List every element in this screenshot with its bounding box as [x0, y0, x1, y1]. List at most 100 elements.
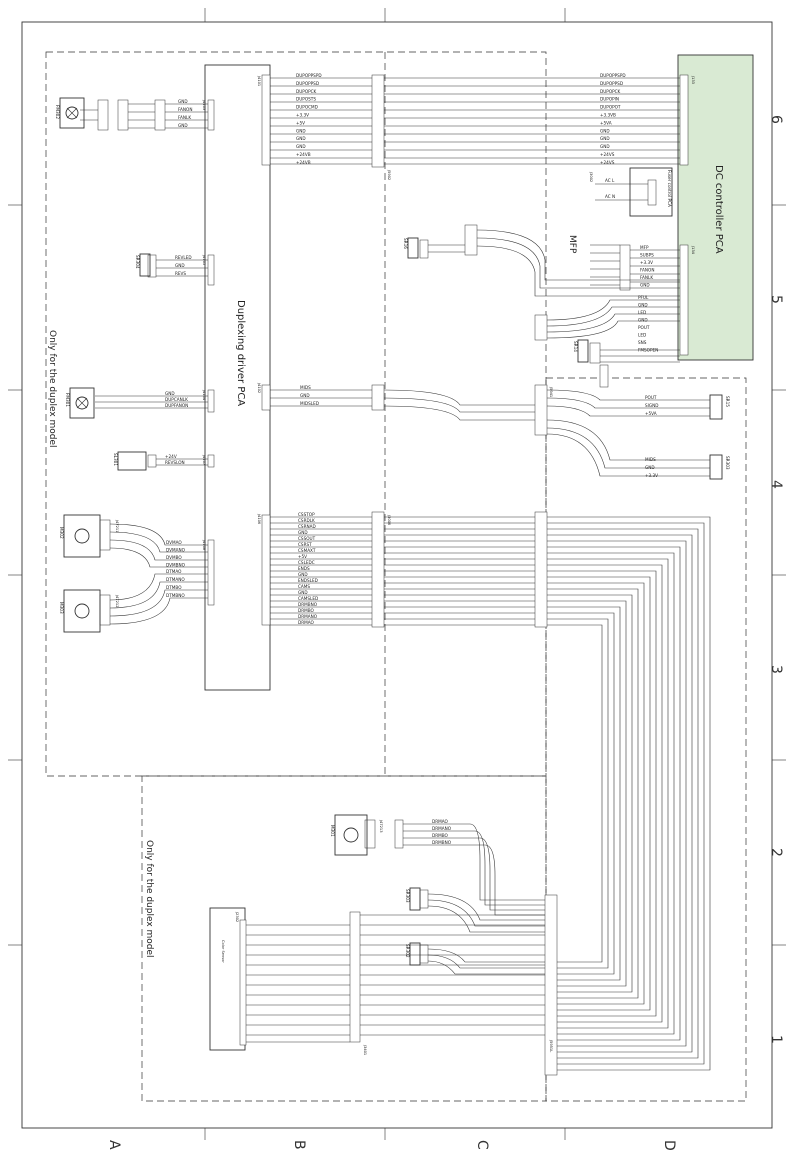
sr304-signal-2: REVS	[175, 271, 186, 276]
bottom-signal-5: CSRST	[298, 542, 312, 547]
top-left-signal-1: DUPOPPSD	[296, 81, 319, 86]
signals-top-left: DUPOPPSPDDUPOPPSDDUPOPCKDUPOSTSDUPOCMD+3…	[296, 73, 322, 165]
conn-j133: J133	[691, 75, 695, 84]
fuser-ac-l: AC L	[605, 178, 615, 183]
label-m302: M302	[59, 527, 64, 539]
m303-signal-1: DTMANO	[166, 577, 185, 582]
m302-signal-3: DVMBNO	[166, 563, 186, 568]
fuser-control-box	[629, 167, 673, 217]
dc-right-signal-6: SNS	[638, 340, 647, 345]
label-m301: M301	[330, 825, 335, 837]
top-left-signal-4: DUPOCMD	[296, 105, 318, 110]
solenoid-sl301	[117, 451, 147, 471]
fan-fm302	[59, 97, 85, 129]
fan-fm301	[69, 387, 95, 419]
bottom-signal-8: CSLEDC	[298, 560, 315, 565]
top-right-signal-11: +24VS	[600, 160, 615, 165]
dc-right-signal-1: GND	[638, 303, 648, 308]
conn-j4103: J4103	[202, 99, 206, 110]
bottom-signal-10: GND	[298, 572, 308, 577]
top-left-signal-0: DUPOPPSPD	[296, 73, 322, 78]
signals-m303: DTMAO DTMANO DTMBO DTMBNO	[166, 569, 185, 598]
signals-bottom: CSSTOPCSRDLKCSRNADGNDCSSOUTCSRSTCSMAXT+5…	[298, 512, 318, 625]
bottom-signal-16: DRMBO	[298, 608, 315, 613]
conn-j4101: J4101	[257, 75, 261, 86]
sensor-sr15	[709, 394, 723, 420]
conn-j3006: J3006	[387, 514, 391, 526]
m301-signal-3: DRMBNO	[432, 840, 452, 845]
label-sr303: SR303	[405, 889, 410, 903]
wire-bundles	[80, 77, 711, 1071]
sensor-sr16	[407, 237, 419, 259]
bottom-signal-7: +5V	[298, 554, 307, 559]
fan302-signal-3: GND	[178, 123, 188, 128]
grid-col-4: 4	[768, 480, 784, 489]
motor-m301	[334, 814, 368, 856]
dc-right-signal-0: PFUL	[638, 295, 649, 300]
grid-row-b: B	[291, 1140, 307, 1150]
top-right-signal-5: +3.3VB	[600, 113, 616, 118]
duplex-driver-board	[204, 64, 271, 691]
m301-signal-1: DRMANO	[432, 826, 452, 831]
fuser-control-label: Fuser control PCA	[667, 170, 672, 207]
m301-signal-2: DRMBO	[432, 833, 449, 838]
conn-j5941: J5941	[549, 386, 553, 397]
grid-col-3: 3	[768, 665, 784, 674]
mfp-signal-5: GND	[640, 283, 650, 288]
conn-j4105: J4105	[202, 254, 206, 265]
m303-signal-2: DTMBO	[166, 585, 182, 590]
sr304-signal-1: GND	[175, 263, 185, 268]
top-right-signal-7: GND	[600, 128, 610, 133]
connector-strips	[97, 74, 689, 1076]
label-sl301: SL301	[113, 453, 118, 466]
bottom-signal-4: CSSOUT	[298, 536, 316, 541]
top-left-signal-8: GND	[296, 136, 306, 141]
top-right-signal-8: GND	[600, 136, 610, 141]
dc-right-signal-2: LED	[638, 310, 646, 315]
bottom-signal-17: DRMANO	[298, 614, 318, 619]
motor-m302	[63, 514, 101, 558]
label-sr303b: SR303	[725, 456, 730, 470]
label-sr302: SR302	[405, 944, 410, 958]
m303-signal-0: DTMAO	[166, 569, 182, 574]
top-left-signal-2: DUPOPCK	[296, 89, 317, 94]
label-sr16: SR16	[403, 238, 408, 249]
conn-j5951l: J5951L	[549, 1039, 553, 1052]
conn-j134: J134	[691, 245, 695, 255]
bottom-signal-15: DRMBNO	[298, 602, 318, 607]
bottom-signal-0: CSSTOP	[298, 512, 315, 517]
sensor-sr303b	[709, 454, 723, 480]
bottom-signal-14: CAMSLED	[298, 596, 318, 601]
signals-sr304: REVLED GND REVS	[175, 255, 192, 276]
conn-j4107: J4107	[202, 454, 206, 465]
conn-j47211: J47211	[115, 519, 119, 533]
sensor-sr14	[577, 339, 589, 363]
grid-col-2: 2	[768, 848, 784, 857]
sr303-signal-1: GND	[645, 465, 655, 470]
duplex-note-bottom: Only for the duplex model	[144, 840, 154, 958]
mfp-signal-0: MFP	[640, 245, 649, 250]
grid-col-1: 1	[768, 1035, 784, 1044]
m302-signal-1: DVMANO	[166, 548, 186, 553]
color-sensor-label: Color Sensor	[221, 940, 225, 963]
sensor-sr302	[409, 942, 421, 966]
m303-signal-3: DTMBNO	[166, 593, 185, 598]
dc-right-signal-4: POUT	[638, 325, 650, 330]
dc-controller-board	[677, 54, 754, 361]
signals-top-right: DUPOPPSPDDUPOPPSDDUPOPCKDUPOPINDUPOPOT+3…	[600, 73, 626, 165]
bottom-signal-2: CSRNAD	[298, 524, 316, 529]
sr304-signal-0: REVLED	[175, 255, 192, 260]
conn-j4106: J4106	[257, 513, 261, 525]
m302-signal-0: DVMAO	[166, 540, 182, 545]
sl301-signal-1: REVSLON	[165, 460, 185, 465]
duplex-driver-label: Duplexing driver PCA	[235, 300, 246, 406]
duplex-note-top: Only for the duplex model	[47, 330, 57, 448]
label-sr15: SR15	[725, 396, 730, 407]
sr15-signal-1: SIGND	[645, 403, 659, 408]
